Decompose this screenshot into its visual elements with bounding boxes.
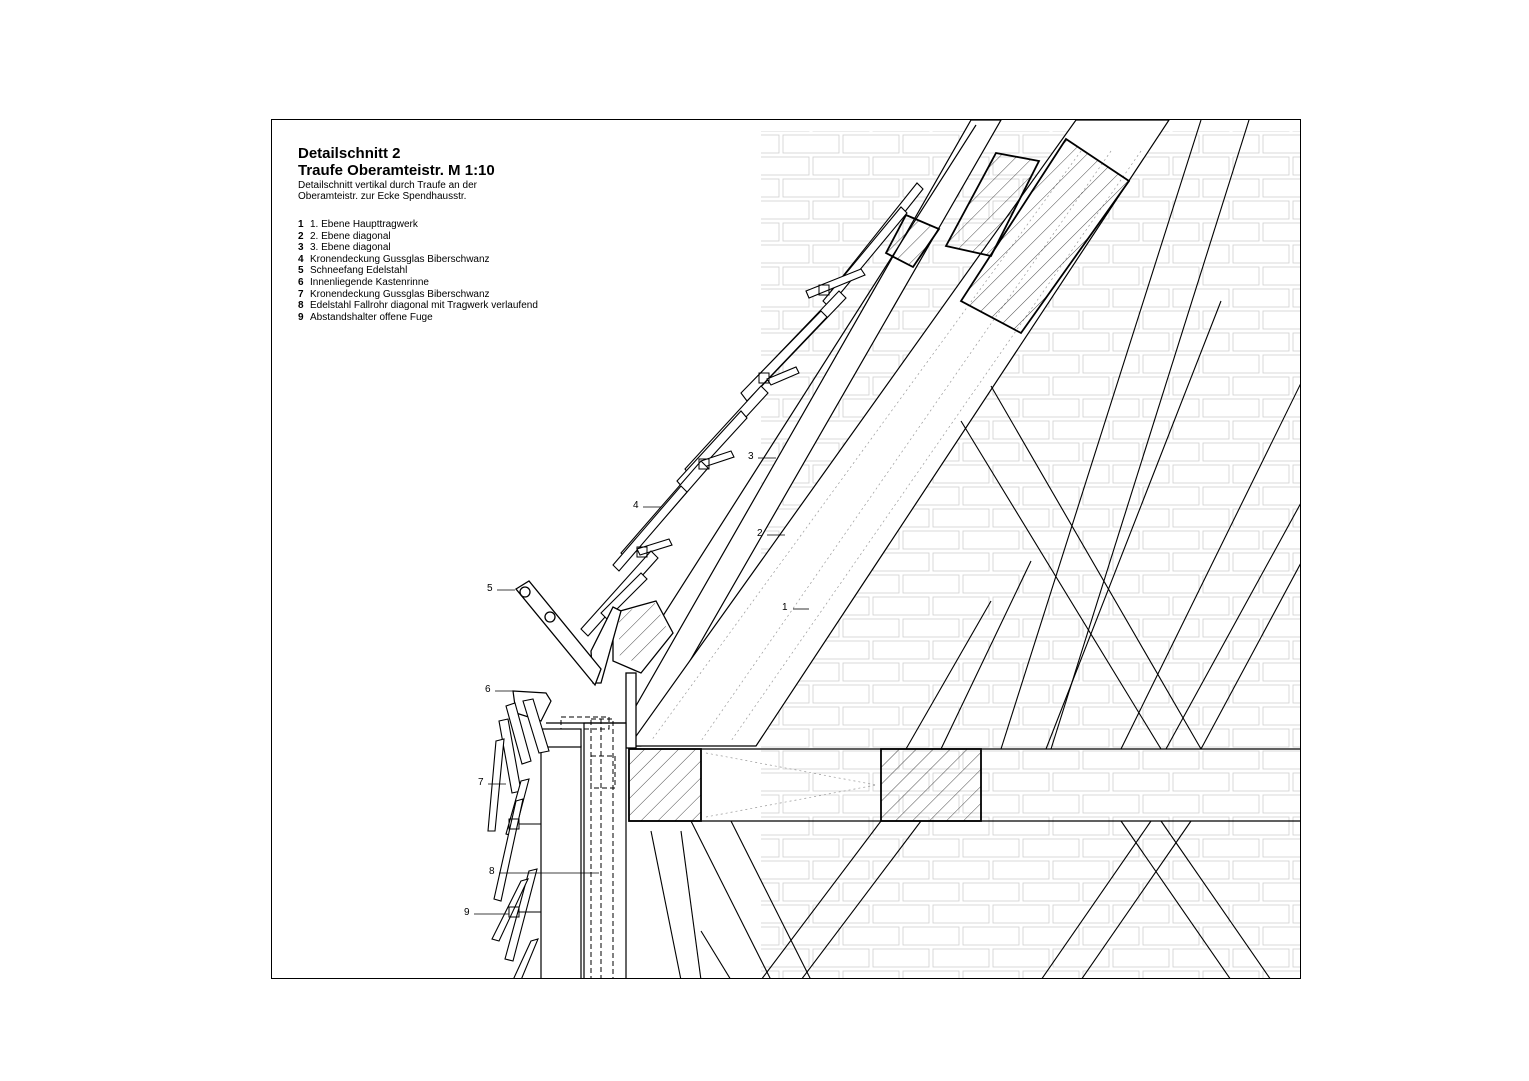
callout-7: 7 bbox=[478, 777, 484, 788]
shingle-fixings bbox=[636, 284, 830, 558]
beam-dotted bbox=[705, 752, 877, 818]
legend-num: 8 bbox=[298, 300, 304, 312]
legend-num: 7 bbox=[298, 288, 304, 300]
legend-num: 6 bbox=[298, 276, 304, 288]
facade-shingles bbox=[487, 698, 550, 978]
section-drawing bbox=[474, 120, 1300, 978]
callout-4: 4 bbox=[633, 500, 639, 511]
legend-item: 4 Kronendeckung Gussglas Biberschwanz bbox=[298, 254, 538, 266]
roof-batten-line bbox=[630, 124, 977, 667]
callout-1: 1 bbox=[782, 602, 788, 613]
callout-2: 2 bbox=[757, 528, 763, 539]
callout-5: 5 bbox=[487, 583, 493, 594]
beam-sections bbox=[628, 748, 982, 822]
legend-num: 2 bbox=[298, 230, 304, 242]
legend-item: 7 Kronendeckung Gussglas Biberschwanz bbox=[298, 289, 538, 301]
purlin-sections bbox=[884, 137, 1131, 335]
roof-shingles bbox=[580, 182, 924, 637]
callout-8: 8 bbox=[489, 866, 495, 877]
legend-label: Schneefang Edelstahl bbox=[310, 265, 408, 277]
legend-item: 2 2. Ebene diagonal bbox=[298, 231, 538, 243]
legend-num: 4 bbox=[298, 253, 304, 265]
legend-label: Edelstahl Fallrohr diagonal mit Tragwerk… bbox=[310, 300, 538, 312]
legend: 1 1. Ebene Haupttragwerk 2 2. Ebene diagon… bbox=[298, 219, 538, 323]
legend-num: 5 bbox=[298, 265, 304, 277]
gutter-hatch bbox=[619, 603, 669, 665]
legend-num: 9 bbox=[298, 311, 304, 323]
callout-3: 3 bbox=[748, 451, 754, 462]
legend-item: 1 1. Ebene Haupttragwerk bbox=[298, 219, 538, 231]
legend-label: Abstandshalter offene Fuge bbox=[310, 311, 433, 323]
legend-label: Kronendeckung Gussglas Biberschwanz bbox=[310, 288, 490, 300]
page-title: Detailschnitt 2 bbox=[298, 145, 401, 162]
page-subtitle: Traufe Oberamteistr. M 1:10 bbox=[298, 162, 495, 179]
description-line-2: Oberamteistr. zur Ecke Spendhausstr. bbox=[298, 191, 467, 202]
description-line-1: Detailschnitt vertikal durch Traufe an d… bbox=[298, 180, 477, 191]
callout-leaders bbox=[474, 457, 809, 915]
truss-diagonals bbox=[650, 120, 1300, 978]
callout-9: 9 bbox=[464, 907, 470, 918]
callout-6: 6 bbox=[485, 684, 491, 695]
legend-item: 3 3. Ebene diagonal bbox=[298, 242, 538, 254]
legend-label: 2. Ebene diagonal bbox=[310, 230, 391, 242]
facade-fixings bbox=[508, 818, 541, 918]
legend-label: Innenliegende Kastenrinne bbox=[310, 276, 429, 288]
drawing-frame bbox=[271, 119, 1301, 979]
legend-label: Kronendeckung Gussglas Biberschwanz bbox=[310, 253, 490, 265]
legend-item: 6 Innenliegende Kastenrinne bbox=[298, 277, 538, 289]
legend-num: 1 bbox=[298, 219, 304, 230]
legend-item: 9 Abstandshalter offene Fuge bbox=[298, 312, 538, 324]
legend-num: 3 bbox=[298, 242, 304, 254]
legend-item: 5 Schneefang Edelstahl bbox=[298, 265, 538, 277]
snow-guard bbox=[515, 580, 602, 687]
legend-item: 8 Edelstahl Fallrohr diagonal mit Tragwer… bbox=[298, 300, 538, 312]
legend-label: 1. Ebene Haupttragwerk bbox=[310, 219, 418, 230]
legend-label: 3. Ebene diagonal bbox=[310, 242, 391, 254]
